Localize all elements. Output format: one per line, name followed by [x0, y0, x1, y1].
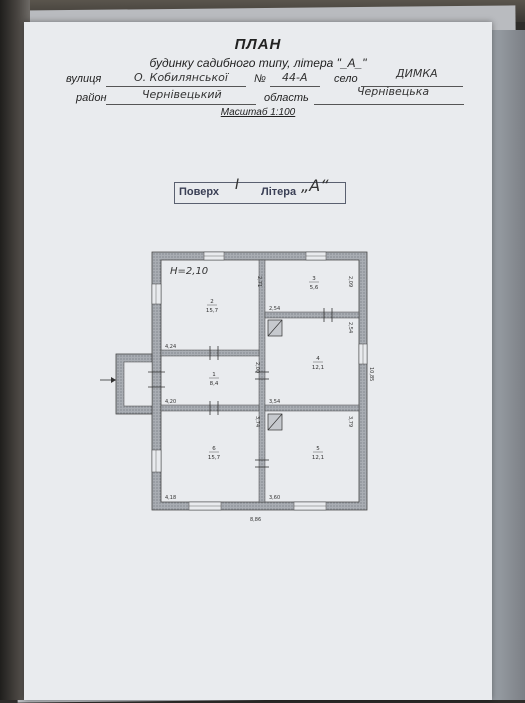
room-1-area: 8,4	[210, 381, 219, 387]
room-5-area: 12,1	[312, 455, 324, 461]
dim-hall-mid: 3,54	[269, 399, 280, 405]
village-label: село	[334, 73, 358, 85]
room-3-area: 5,6	[310, 285, 319, 291]
dim-mid-a: 2,54	[269, 306, 280, 312]
dim-lower-v: 3,74	[254, 416, 260, 427]
dim-hall-bottom: 4,20	[165, 399, 176, 405]
height-note: Н=2,10	[170, 266, 208, 277]
region-label: область	[264, 92, 309, 104]
dim-mid-b: 2,54	[347, 322, 353, 333]
letter-label: Літера	[261, 186, 297, 198]
wall-center-vertical	[258, 259, 266, 503]
porch-inner	[123, 361, 153, 407]
dim-center-v: 2,00	[254, 362, 260, 373]
dim-bottom-left: 4,18	[165, 495, 176, 501]
document-subtitle: будинку садибного типу, літера "_А_"	[149, 56, 367, 70]
wall-room3-bottom	[264, 311, 360, 319]
dim-bottom-mid: 3,60	[269, 495, 280, 501]
district-underline	[106, 104, 256, 105]
dim-top-right-a: 2,71	[256, 276, 262, 287]
district-label: район	[76, 92, 107, 104]
window-lines	[155, 255, 364, 507]
street-value: О. Кобилянської	[134, 71, 228, 84]
room-4-number: 4	[316, 356, 320, 362]
plan-document-page: ПЛАН будинку садибного типу, літера "_А_…	[24, 22, 492, 700]
right-page-edge	[492, 30, 525, 700]
exterior-walls	[151, 251, 368, 511]
street-underline	[106, 86, 246, 87]
room-2-area: 15,7	[206, 308, 219, 314]
village-underline	[361, 86, 463, 87]
dim-total-width: 8,86	[250, 517, 261, 523]
document-title: ПЛАН	[234, 36, 282, 53]
region-underline	[314, 104, 464, 105]
wall-room4-bottom	[264, 404, 360, 412]
room-4-area: 12,1	[312, 365, 324, 371]
scale-label: Масштаб 1:100	[220, 107, 296, 118]
room-6-number: 6	[212, 446, 216, 452]
floor-letter-stamp: Поверх I Літера „А“	[174, 176, 346, 204]
room-1-number: 1	[212, 372, 216, 378]
door-marks	[148, 308, 333, 468]
floor-value: I	[235, 177, 240, 193]
district-value: Чернівецький	[142, 88, 222, 101]
dimension-labels: 2,71 2,09 2,54 2,54 4,24 2,00 10,85 4,20…	[165, 276, 374, 523]
number-value: 44-А	[282, 71, 308, 84]
number-underline	[270, 86, 320, 87]
dim-lower-right: 3,79	[347, 416, 353, 427]
street-label: вулиця	[66, 73, 102, 85]
room-labels: 2 15,7 3 5,6 4 12,1 1 8,4 6 15,7 5 12,1	[206, 276, 324, 461]
entry-arrowhead	[111, 377, 116, 383]
floor-label: Поверх	[179, 186, 220, 198]
room-3-number: 3	[312, 276, 316, 282]
letter-value: „А“	[301, 176, 329, 195]
room-6-area: 15,7	[208, 455, 221, 461]
floor-plan-drawing: Н=2,10 2 15,7 3 5,6 4 12,1 1 8,4 6 15,7 …	[100, 251, 374, 523]
region-value: Чернівецька	[357, 85, 430, 98]
room-2-number: 2	[210, 299, 214, 305]
dim-left: 4,24	[165, 344, 176, 350]
village-value: ДИМКА	[396, 67, 438, 80]
number-label: №	[254, 73, 266, 85]
dim-right-outer: 10,85	[368, 367, 374, 381]
room-5-number: 5	[316, 446, 320, 452]
dim-top-right-b: 2,09	[347, 276, 353, 287]
